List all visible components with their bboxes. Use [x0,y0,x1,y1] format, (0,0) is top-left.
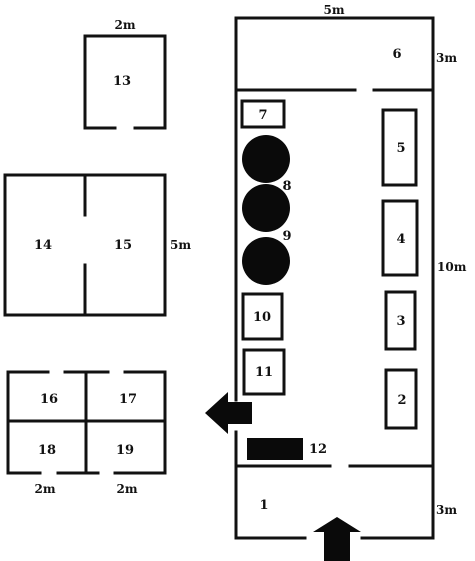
label-3: 3 [396,314,405,329]
box-3 [384,290,417,351]
dim-bottom-height: 3m [436,503,457,517]
dim-middle-height: 10m [437,260,467,274]
label-5: 5 [396,141,405,156]
box-5 [381,108,418,187]
label-12: 12 [309,442,327,457]
label-8: 8 [282,179,291,194]
entry-arrow-up [313,517,361,561]
bar-12 [247,438,303,460]
label-14: 14 [34,238,52,253]
rooms-16-19-walls [6,370,167,475]
box-7 [240,99,286,129]
label-6: 6 [392,47,401,62]
label-1: 1 [259,498,268,513]
label-9: 9 [282,229,291,244]
label-18: 18 [38,443,56,458]
label-11: 11 [255,365,273,380]
label-15: 15 [114,238,132,253]
dim-room13-width: 2m [114,18,135,32]
rooms-14-15-walls [3,173,167,317]
label-17: 17 [119,392,137,407]
main-building-outline [234,16,435,540]
box-4 [381,199,419,277]
dim-main-width: 5m [323,3,344,17]
room-13-walls [83,34,167,130]
label-7: 7 [258,108,267,123]
label-2: 2 [397,393,406,408]
circle-8 [242,184,290,232]
box-10 [241,292,284,341]
label-19: 19 [116,443,134,458]
dim-room19-width: 2m [116,482,137,496]
exit-arrow-left [205,392,252,434]
circle-9 [242,237,290,285]
dim-top-height: 3m [436,51,457,65]
box-11 [242,348,286,396]
dim-rooms1415-height: 5m [170,238,191,252]
label-10: 10 [253,310,271,325]
label-16: 16 [40,392,58,407]
dim-room18-width: 2m [34,482,55,496]
box-2 [384,368,418,430]
circle-8a [242,135,290,183]
label-13: 13 [113,74,131,89]
label-4: 4 [396,232,405,247]
